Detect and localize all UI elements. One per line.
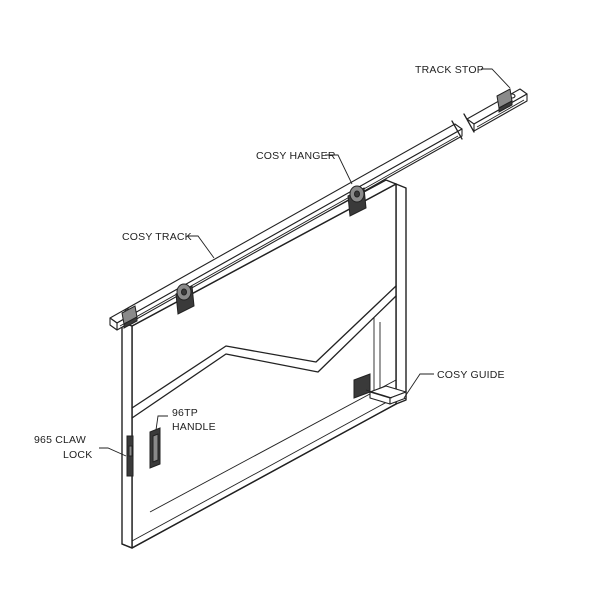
track-end-cap-left — [109, 317, 118, 331]
track-stop-left — [121, 305, 138, 329]
label-track-stop: TRACK STOP — [415, 64, 484, 76]
leader-cosy-guide — [403, 373, 434, 399]
claw-lock-latch — [128, 445, 133, 457]
label-handle-line1: 96TP — [172, 407, 198, 419]
label-cosy-hanger: COSY HANGER — [256, 150, 336, 162]
door-left-edge — [121, 321, 133, 549]
cosy-guide — [353, 318, 407, 405]
track-stop-left-base — [123, 316, 138, 329]
leader-track-stop — [481, 68, 511, 89]
leader-claw-lock — [99, 447, 127, 457]
handle — [149, 427, 161, 469]
track-slot-b — [476, 99, 525, 128]
label-lock-line1: 965 CLAW — [34, 434, 86, 446]
door-break-line-lower — [131, 295, 397, 419]
leader-cosy-track — [187, 235, 215, 259]
label-cosy-track: COSY TRACK — [122, 231, 192, 243]
label-cosy-guide: COSY GUIDE — [437, 369, 505, 381]
cosy-hanger-left — [175, 283, 195, 315]
leader-handle — [155, 415, 168, 431]
claw-lock — [126, 435, 134, 477]
leader-cosy-hanger — [325, 154, 353, 185]
track-break-mark-1 — [451, 120, 463, 140]
guide-fin — [365, 389, 393, 399]
callout-leaders — [99, 68, 511, 457]
hanger-right-axle — [354, 190, 360, 198]
door-bottom-edge — [121, 403, 397, 549]
door-bottom-line — [131, 396, 397, 542]
cosy-hanger-right — [347, 185, 367, 217]
track-break-mark-2 — [463, 113, 475, 133]
floor-line — [149, 379, 397, 513]
track-stop-right-base — [498, 100, 513, 113]
track-stop-right — [496, 88, 513, 113]
handle-inner — [152, 433, 159, 463]
callout-labels: TRACK STOP COSY HANGER COSY TRACK COSY G… — [34, 64, 505, 461]
guide-base-side — [389, 391, 407, 405]
door-break-line-upper — [131, 285, 397, 409]
hanger-left-axle — [181, 288, 187, 296]
label-handle-line2: HANDLE — [172, 421, 216, 433]
label-lock-line2: LOCK — [63, 449, 92, 461]
door-right-edge — [395, 183, 407, 405]
